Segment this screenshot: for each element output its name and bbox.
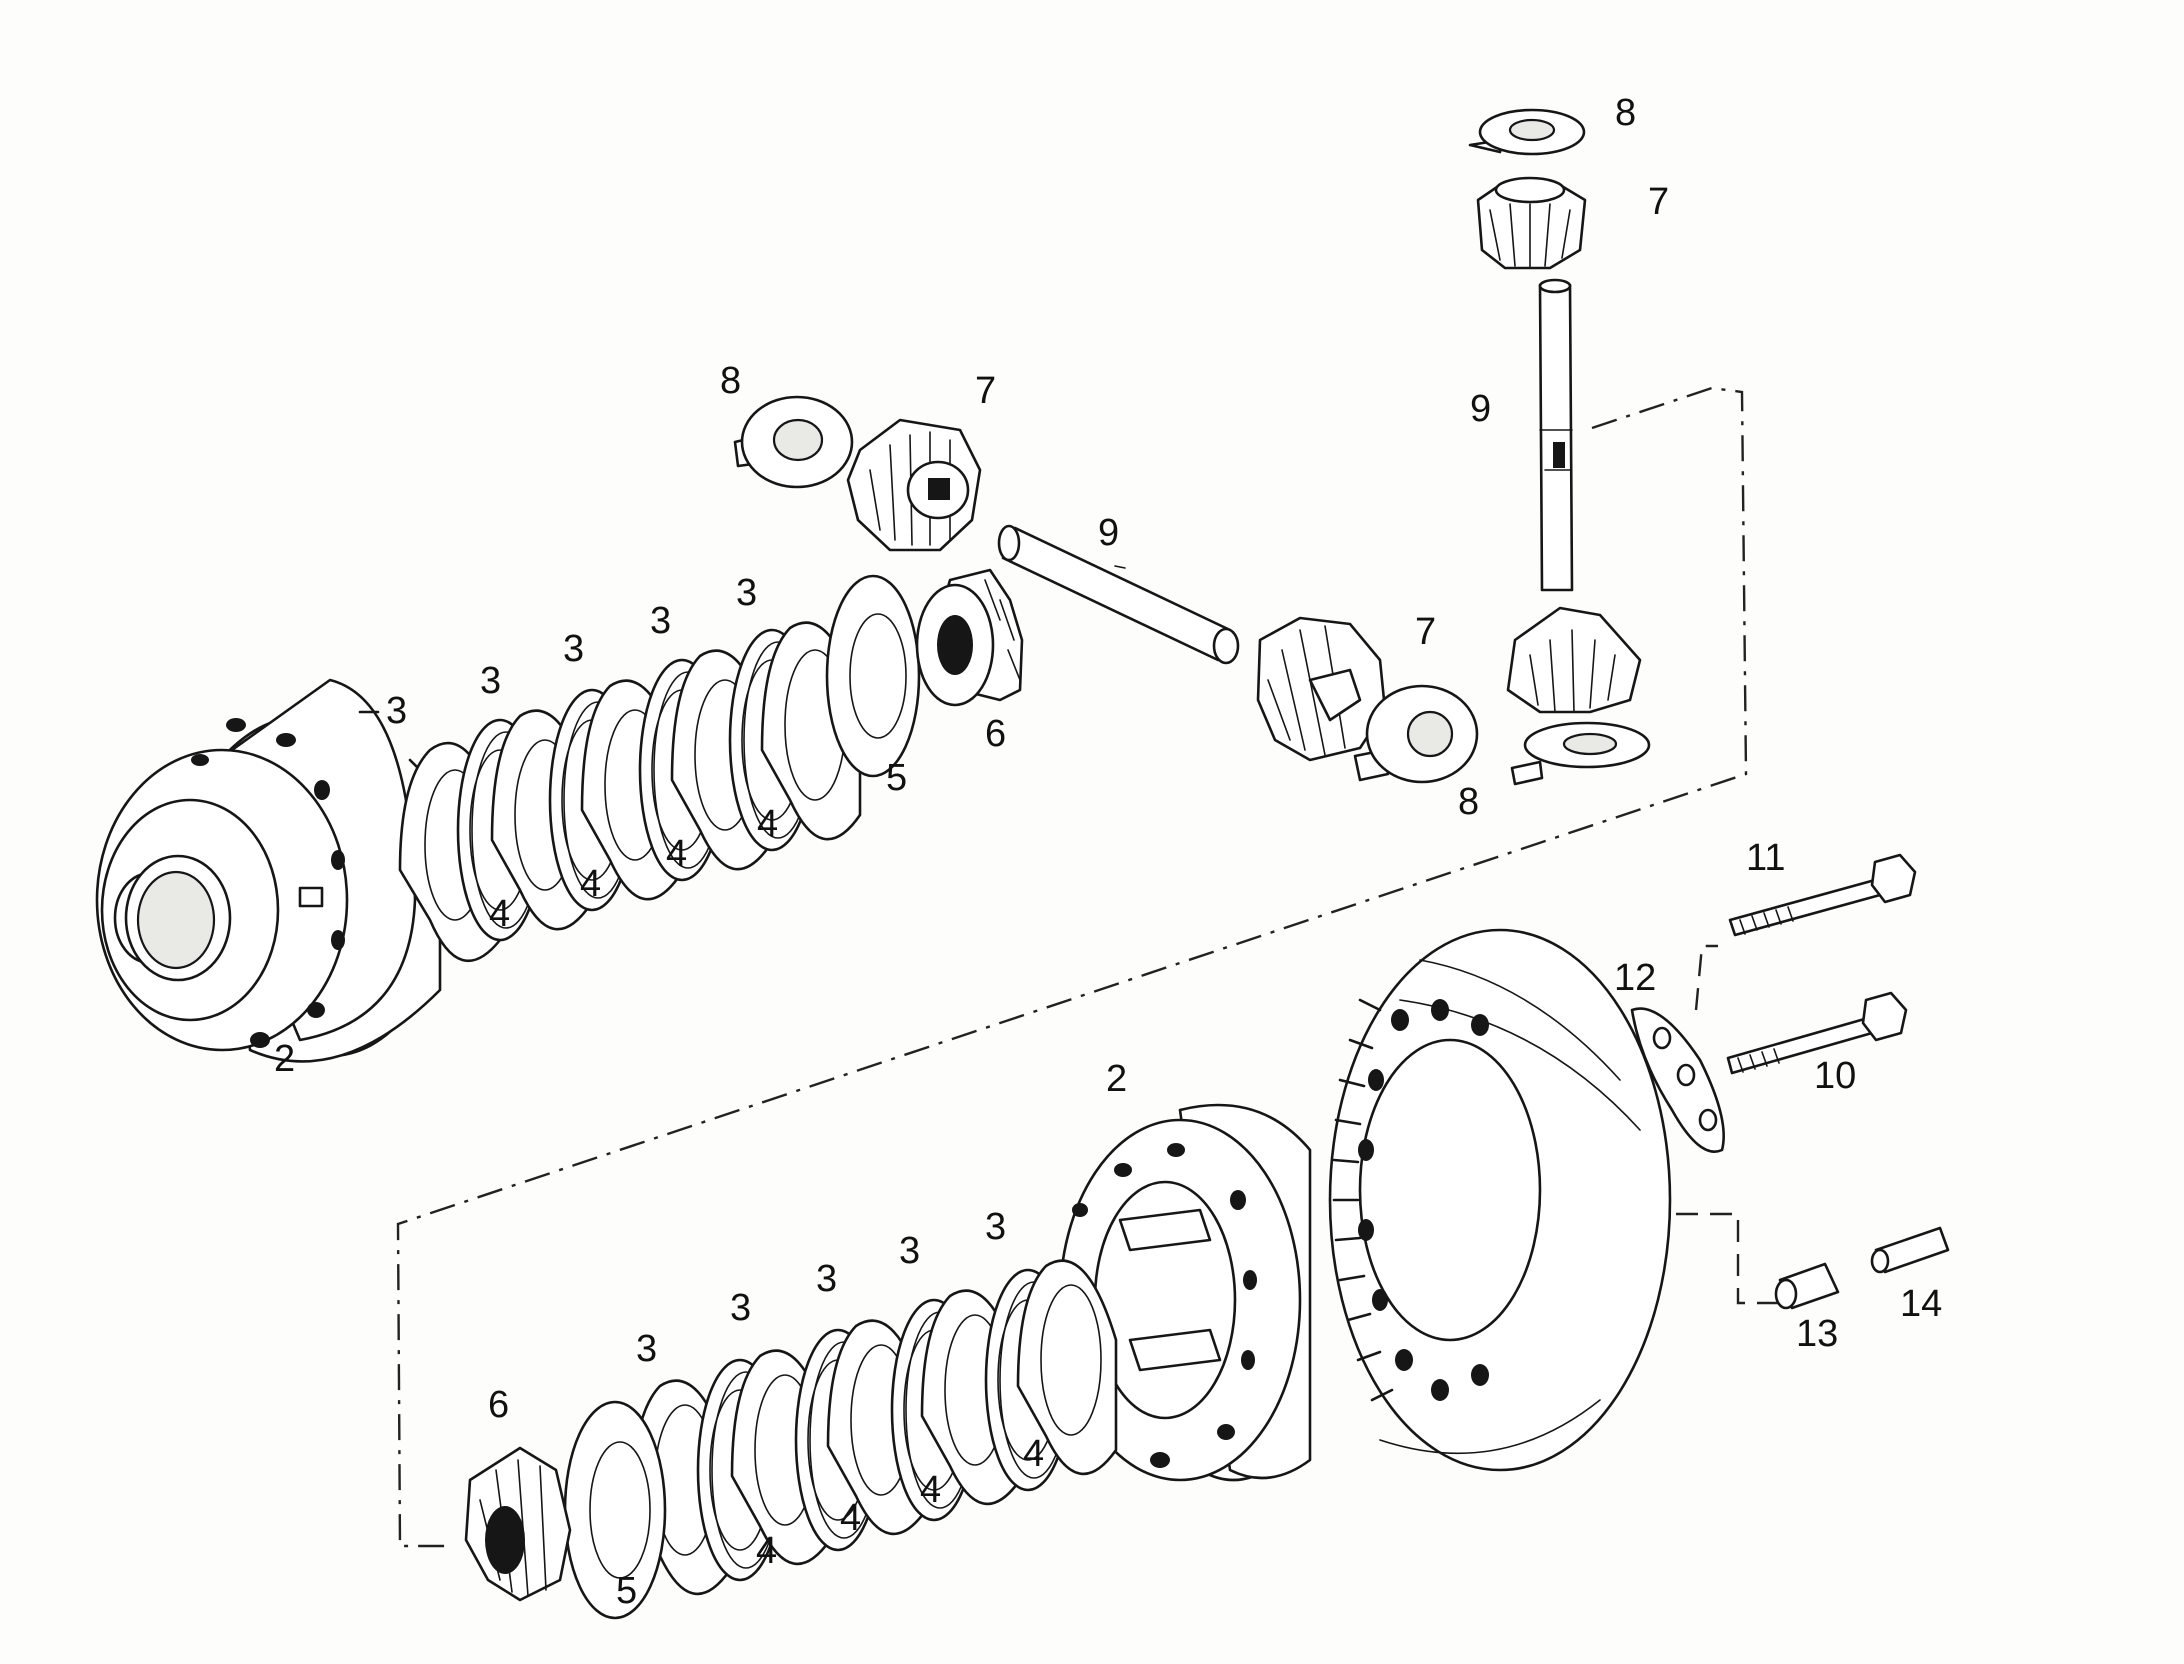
callout-9-vertical-shaft: 9 (1470, 388, 1491, 430)
callout-5-lower: 5 (616, 1570, 637, 1612)
callout-7-middle: 7 (1415, 611, 1436, 653)
callout-6-lower: 6 (488, 1384, 509, 1426)
pinion-gear-upper-left (846, 418, 982, 552)
callout-2-lower-case: 2 (1106, 1058, 1127, 1100)
callout-9-horizontal-shaft: 9 (1098, 512, 1119, 554)
pinion-washer-top-right (1468, 108, 1586, 156)
callout-4-upper-b: 4 (580, 863, 601, 905)
callout-13-dowel: 13 (1796, 1313, 1838, 1355)
callout-4-upper-a: 4 (489, 893, 510, 935)
pinion-gear-bottom-right (1506, 606, 1642, 714)
callout-10-short-bolt: 10 (1814, 1055, 1856, 1097)
side-gear-lower (464, 1446, 572, 1602)
clutch-pack-lower (630, 1259, 1118, 1596)
pinion-washer-bottom-right (1510, 721, 1651, 786)
callout-3-upper-b: 3 (480, 660, 501, 702)
callout-3-lower-b: 3 (730, 1287, 751, 1329)
callout-7-top-right: 7 (1648, 181, 1669, 223)
callout-6-upper: 6 (985, 713, 1006, 755)
guide-line-lower (1676, 1212, 1780, 1305)
case-half-lower (1058, 1103, 1312, 1482)
callout-3-upper-e: 3 (736, 572, 757, 614)
callout-3-lower-c: 3 (816, 1258, 837, 1300)
cross-shaft-horizontal (997, 524, 1240, 665)
callout-4-upper-d: 4 (757, 803, 778, 845)
callout-3-lower-d: 3 (899, 1230, 920, 1272)
callout-4-lower-b: 4 (840, 1497, 861, 1539)
callout-14-dowel: 14 (1900, 1283, 1942, 1325)
callout-5-upper: 5 (886, 757, 907, 799)
ring-gear (1328, 928, 1672, 1472)
callout-2-upper-case: 2 (274, 1038, 295, 1080)
dowel-pin-small (1870, 1226, 1950, 1274)
callout-7-upper-left: 7 (975, 370, 996, 412)
callout-8-top-right: 8 (1615, 92, 1636, 134)
callout-3-upper-d: 3 (650, 600, 671, 642)
lock-plate (1630, 1007, 1725, 1153)
guide-line-upper (396, 386, 1748, 1548)
thrust-washer-lower (563, 1400, 667, 1620)
thrust-washer-upper (825, 574, 921, 778)
callout-3-lower-e: 3 (985, 1206, 1006, 1248)
case-half-upper (95, 678, 442, 1063)
callout-3-upper-a: 3 (386, 690, 407, 732)
cross-shaft-vertical (1538, 278, 1574, 592)
pinion-washer-upper-left (733, 395, 854, 489)
guide-line-bolts (1694, 944, 1718, 1011)
pinion-washer-middle (1353, 684, 1479, 784)
callout-4-lower-a: 4 (756, 1530, 777, 1572)
side-gear-upper (915, 568, 1024, 707)
callout-4-lower-c: 4 (920, 1469, 941, 1511)
callout-8-upper-left: 8 (720, 360, 741, 402)
bolt-long (1728, 853, 1917, 937)
callout-12-lock-plate: 12 (1614, 957, 1656, 999)
callout-labels: 2 2 3 3 3 3 3 3 3 3 3 3 3 4 4 4 4 4 4 4 … (274, 92, 1942, 1612)
pinion-gear-top-right (1476, 176, 1587, 270)
bolt-short (1726, 991, 1908, 1075)
assembly-guide-lines (396, 386, 1780, 1548)
callout-8-middle: 8 (1458, 781, 1479, 823)
dowel-pin-large (1774, 1262, 1840, 1310)
clutch-plate (1016, 1259, 1118, 1476)
callout-11-long-bolt: 11 (1746, 837, 1785, 879)
callout-4-upper-c: 4 (666, 833, 687, 875)
clutch-pack-upper (398, 621, 862, 962)
callout-4-lower-d: 4 (1023, 1433, 1044, 1475)
callout-3-upper-c: 3 (563, 628, 584, 670)
callout-3-lower-a: 3 (636, 1328, 657, 1370)
